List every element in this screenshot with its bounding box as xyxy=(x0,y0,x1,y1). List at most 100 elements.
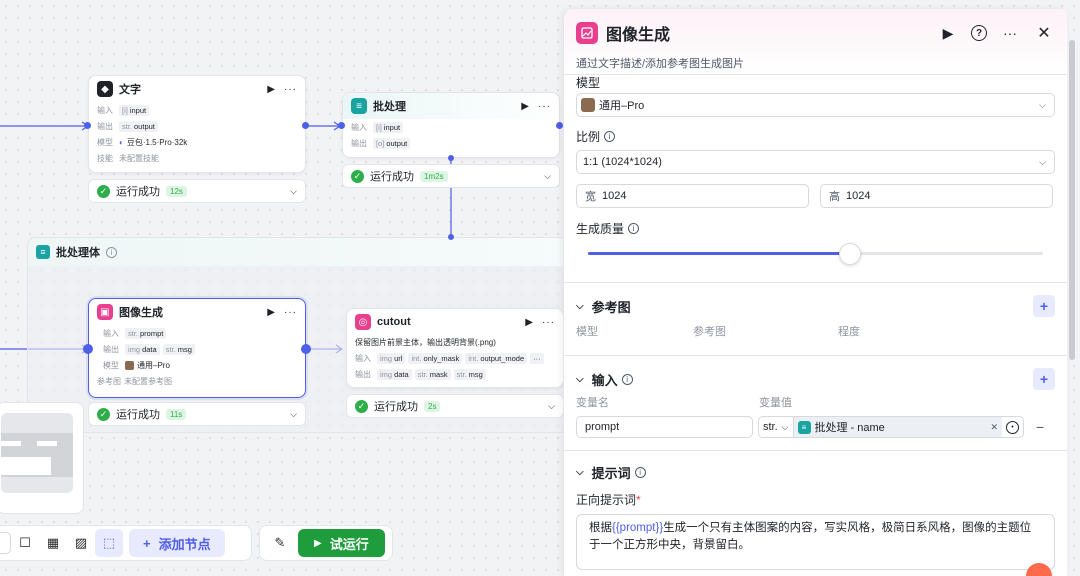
help-icon[interactable]: ? xyxy=(971,25,987,41)
target-icon[interactable]: • xyxy=(1006,420,1019,434)
llm-icon: ◆ xyxy=(97,81,113,97)
port-in[interactable] xyxy=(83,344,93,354)
image-icon[interactable]: ▨ xyxy=(74,535,88,550)
width-prefix: 宽 xyxy=(585,191,596,203)
node-batch[interactable]: ≡ 批处理 ▶ ··· 输入 [i]input 输出 [o]output xyxy=(342,92,560,158)
run-icon[interactable]: ▶ xyxy=(942,24,954,41)
input-section-title: 输入 xyxy=(591,372,618,388)
input-tag: int.output_mode xyxy=(465,352,528,364)
node-cutout[interactable]: ◎ cutout ▶ ··· 保留图片前景主体，输出透明背景(.png) 输入 … xyxy=(346,308,564,388)
input-tag: str.prompt xyxy=(125,327,167,339)
status-image-node[interactable]: ✓ 运行成功 11s ⌵ xyxy=(88,402,306,426)
height-prefix: 高 xyxy=(829,191,840,203)
var-value-field[interactable]: str. ⌵ ≡ 批处理 - name ✕ • xyxy=(758,416,1024,438)
chevron-down-icon: ⌵ xyxy=(548,400,555,411)
slider-thumb[interactable] xyxy=(839,243,861,265)
more-icon[interactable]: ··· xyxy=(1003,25,1017,41)
close-icon[interactable]: ✕ xyxy=(1037,25,1051,42)
add-input-button[interactable]: + xyxy=(1033,368,1055,390)
more-tags[interactable]: ··· xyxy=(530,352,544,364)
width-field[interactable]: 宽 1024 xyxy=(576,184,809,208)
divider xyxy=(564,282,1067,283)
pointer-icon[interactable]: ⬚ xyxy=(95,529,123,557)
batch-icon: ≡ xyxy=(797,420,811,434)
more-icon[interactable]: ··· xyxy=(538,100,551,112)
ratio-value: 1:1 (1024*1024) xyxy=(583,156,662,168)
status-label: 运行成功 xyxy=(370,171,414,183)
panel-scrollbar[interactable] xyxy=(1069,40,1075,360)
node-text[interactable]: ◆ 文字 ▶ ··· 输入 [i]input 输出 str.output 模型 … xyxy=(88,75,306,173)
info-icon[interactable]: i xyxy=(634,466,646,478)
add-reference-button[interactable]: + xyxy=(1033,295,1055,317)
more-icon[interactable]: ··· xyxy=(284,83,297,95)
model-select[interactable]: 通用–Pro ⌵ xyxy=(576,93,1055,117)
run-icon[interactable]: ▶ xyxy=(267,83,276,95)
chevron-down-icon[interactable]: ⌵ xyxy=(576,466,584,478)
col-var-name: 变量名 xyxy=(576,397,609,409)
port-in[interactable] xyxy=(84,122,91,129)
status-text-node[interactable]: ✓ 运行成功 12s ⌵ xyxy=(88,179,306,203)
assistant-avatar[interactable] xyxy=(1026,563,1052,576)
var-ref-chip[interactable]: ≡ 批处理 - name ✕ xyxy=(793,417,1002,437)
model-avatar-icon xyxy=(581,98,595,112)
positive-prompt-label: 正向提示词 xyxy=(576,493,637,507)
clear-icon[interactable]: ✕ xyxy=(990,421,998,432)
var-name-value: prompt xyxy=(585,421,620,433)
chevron-down-icon: ⌵ xyxy=(290,185,297,196)
port-group-in[interactable] xyxy=(448,234,454,240)
info-icon[interactable]: i xyxy=(628,223,640,234)
duration-badge: 1m2s xyxy=(420,170,448,182)
height-field[interactable]: 高 1024 xyxy=(820,184,1053,208)
layout-icon[interactable]: ▦ xyxy=(46,535,60,550)
run-icon[interactable]: ▶ xyxy=(521,100,530,112)
status-cutout-node[interactable]: ✓ 运行成功 2s ⌵ xyxy=(346,394,564,418)
wrench-icon[interactable]: ✎ xyxy=(274,535,286,550)
add-node-button[interactable]: + 添加节点 xyxy=(129,529,225,557)
info-icon[interactable]: i xyxy=(106,246,117,258)
test-run-button[interactable]: ▶ 试运行 xyxy=(298,529,385,557)
status-batch-node[interactable]: ✓ 运行成功 1m2s ⌵ xyxy=(342,164,560,188)
check-icon: ✓ xyxy=(351,169,364,183)
quality-slider[interactable] xyxy=(576,239,1055,267)
col-ref-image: 参考图 xyxy=(693,326,726,338)
panel-title: 图像生成 xyxy=(606,27,671,44)
minimap[interactable] xyxy=(0,402,84,514)
node-title: 批处理 xyxy=(373,101,406,113)
col-model: 模型 xyxy=(576,326,598,338)
var-type: str. xyxy=(763,421,778,433)
var-type-select[interactable]: str. ⌵ xyxy=(759,417,794,437)
port-loop[interactable] xyxy=(448,155,454,161)
info-icon[interactable]: i xyxy=(604,131,616,142)
zoom-control[interactable] xyxy=(0,532,11,554)
port-out[interactable] xyxy=(302,122,309,129)
ratio-select[interactable]: 1:1 (1024*1024) ⌵ xyxy=(576,150,1055,174)
row-label: 输入 xyxy=(355,353,371,363)
output-tag: str.mask xyxy=(414,368,451,380)
node-config-panel: 图像生成 ▶ ? ··· ✕ 通过文字描述/添加参考图生成图片 模型 通用–Pr… xyxy=(563,9,1067,576)
prompt-prefix: 根据 xyxy=(589,522,612,534)
port-out[interactable] xyxy=(556,122,563,129)
more-icon[interactable]: ··· xyxy=(284,306,297,318)
port-in[interactable] xyxy=(338,122,345,129)
node-title: cutout xyxy=(377,316,411,328)
port-out[interactable] xyxy=(301,344,311,354)
var-name-input[interactable]: prompt xyxy=(576,416,753,438)
positive-prompt-textarea[interactable]: 根据{{prompt}}生成一个只有主体图案的内容，写实风格，极简日系风格，图像… xyxy=(576,514,1055,570)
ref-value: 未配置参考图 xyxy=(124,376,172,386)
status-label: 运行成功 xyxy=(116,409,160,421)
more-icon[interactable]: ··· xyxy=(542,316,555,328)
chevron-down-icon[interactable]: ⌵ xyxy=(576,300,584,312)
remove-input-button[interactable]: − xyxy=(1036,419,1045,435)
run-icon[interactable]: ▶ xyxy=(525,316,534,328)
status-label: 运行成功 xyxy=(374,401,418,413)
run-icon[interactable]: ▶ xyxy=(267,306,276,318)
chevron-down-icon[interactable]: ⌵ xyxy=(576,373,584,385)
check-icon: ✓ xyxy=(97,184,110,198)
info-icon[interactable]: i xyxy=(621,373,633,385)
height-value: 1024 xyxy=(846,190,871,202)
output-tag: str.msg xyxy=(162,343,195,355)
comment-icon[interactable]: ☐ xyxy=(19,535,31,550)
